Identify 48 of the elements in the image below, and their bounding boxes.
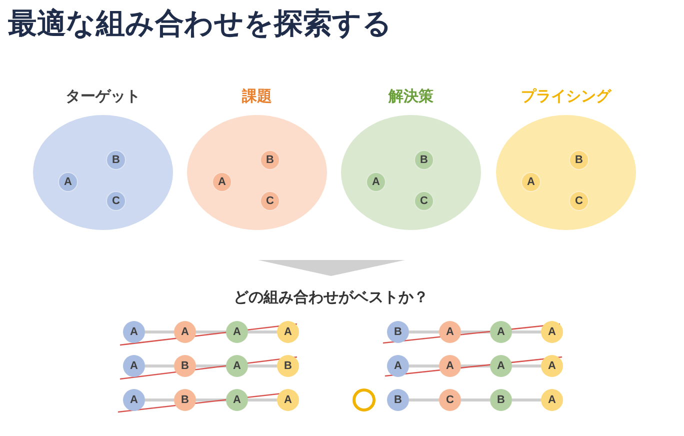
category-heading: ターゲット <box>64 87 142 106</box>
option-circle: B <box>387 389 409 411</box>
connector-line <box>248 364 277 368</box>
connector-line <box>461 330 490 334</box>
option-circle: A <box>541 321 563 343</box>
option-circle: B <box>490 389 512 411</box>
option-circle: A <box>541 389 563 411</box>
option-circle: B <box>277 355 299 377</box>
connector-line <box>461 398 490 402</box>
title: 最適な組み合わせを探索する <box>8 6 392 42</box>
option-circle: A <box>226 389 248 411</box>
option-circle: A <box>490 355 512 377</box>
option-circle: A <box>277 321 299 343</box>
connector-line <box>512 364 541 368</box>
option-circle: B <box>174 389 196 411</box>
category-heading: 解決策 <box>387 87 434 106</box>
option-circle: A <box>123 355 145 377</box>
option-circle: A <box>174 321 196 343</box>
option-circle: A <box>226 355 248 377</box>
option-circle: B <box>387 321 409 343</box>
connector-line <box>248 330 277 334</box>
connector-line <box>196 330 226 334</box>
option-circle: A <box>490 321 512 343</box>
connector-line <box>145 330 174 334</box>
connector-line <box>409 398 439 402</box>
option-circle: A <box>387 355 409 377</box>
question-text: どの組み合わせがベストか？ <box>232 288 430 307</box>
option-circle: A <box>541 355 563 377</box>
option-circle: A <box>277 389 299 411</box>
category-heading: 課題 <box>240 87 273 106</box>
connector-line <box>512 398 541 402</box>
connector-line <box>461 364 490 368</box>
connector-line <box>145 364 174 368</box>
connector-line <box>512 330 541 334</box>
option-circle: C <box>439 389 461 411</box>
option-circle: A <box>439 355 461 377</box>
option-circle: A <box>123 389 145 411</box>
category-heading: プライシング <box>520 87 612 106</box>
option-circle: A <box>226 321 248 343</box>
option-circle: A <box>439 321 461 343</box>
option-circle: B <box>174 355 196 377</box>
connector-line <box>409 330 439 334</box>
connector-line <box>196 398 226 402</box>
connector-line <box>145 398 174 402</box>
connector-line <box>409 364 439 368</box>
connector-line <box>248 398 277 402</box>
connector-line <box>196 364 226 368</box>
option-circle: A <box>123 321 145 343</box>
